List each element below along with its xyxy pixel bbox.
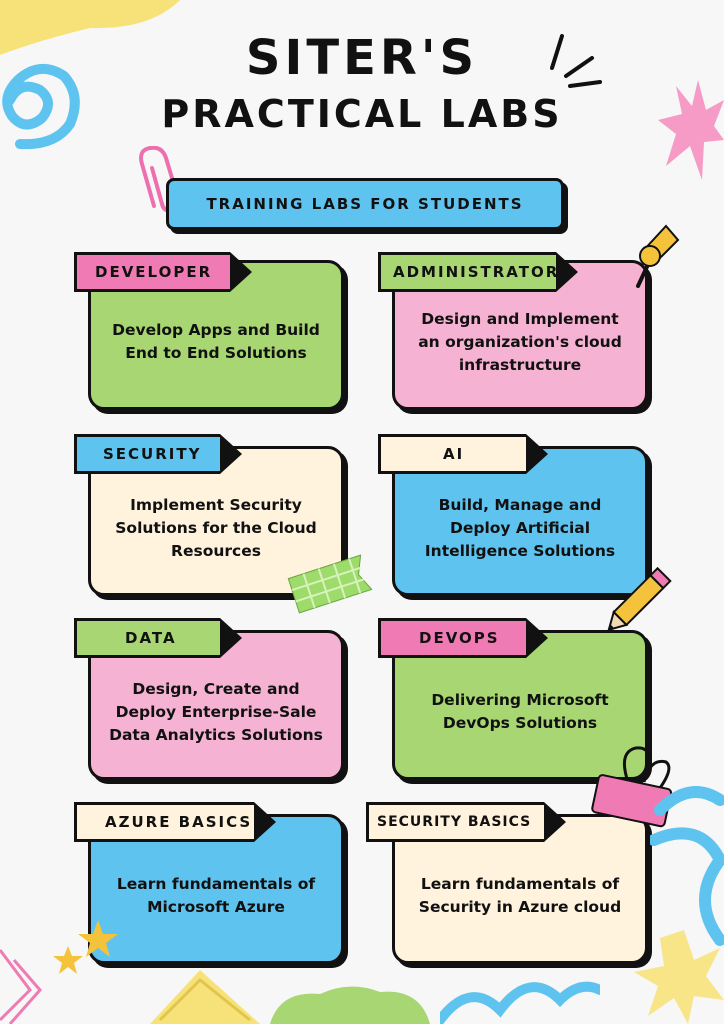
ai-tag: AI — [378, 434, 548, 474]
developer-card: Develop Apps and Build End to End Soluti… — [88, 260, 344, 410]
ai-tag-label: AI — [443, 445, 465, 463]
bottom-blue-scribble — [440, 981, 600, 1024]
developer-tag-label: DEVELOPER — [95, 263, 213, 281]
page-subtitle-title: PRACTICAL LABS — [161, 92, 563, 136]
devops-tag: DEVOPS — [378, 618, 548, 658]
azure-basics-tag-label: AZURE BASICS — [105, 813, 253, 831]
data-tag: DATA — [74, 618, 242, 658]
accent-strokes — [550, 34, 602, 88]
top-left-yellow-paint — [0, 0, 180, 55]
security-basics-tag-label: SECURITY BASICS — [377, 814, 532, 830]
azure-basics-tag: AZURE BASICS — [74, 802, 276, 842]
administrator-tag: ADMINISTRATOR — [378, 252, 578, 292]
administrator-tag-label: ADMINISTRATOR — [393, 263, 560, 281]
security-description: Implement Security Solutions for the Clo… — [115, 495, 317, 560]
training-labs-banner: TRAINING LABS FOR STUDENTS — [166, 178, 564, 230]
bottom-left-pink-lines — [0, 949, 42, 1024]
pushpin-icon — [636, 224, 680, 288]
devops-description: Delivering Microsoft DevOps Solutions — [431, 691, 609, 732]
data-tag-label: DATA — [125, 629, 177, 647]
star-doodle — [53, 920, 118, 974]
bottom-yellow-tent — [150, 970, 260, 1024]
security-basics-description: Learn fundamentals of Security in Azure … — [418, 875, 622, 916]
security-tag-label: SECURITY — [103, 445, 202, 463]
azure-basics-description: Learn fundamentals of Microsoft Azure — [116, 875, 316, 916]
spiral-doodle — [2, 64, 80, 150]
ai-description: Build, Manage and Deploy Artificial Inte… — [424, 495, 616, 560]
blue-squiggle — [650, 786, 724, 946]
page-title: SITER'S — [245, 30, 479, 86]
developer-description: Develop Apps and Build End to End Soluti… — [112, 321, 320, 362]
pencil-icon — [607, 566, 672, 632]
administrator-description: Design and Implement an organization's c… — [418, 309, 622, 374]
devops-tag-label: DEVOPS — [419, 629, 500, 647]
security-basics-tag: SECURITY BASICS — [366, 802, 566, 842]
security-tag: SECURITY — [74, 434, 242, 474]
developer-tag: DEVELOPER — [74, 252, 252, 292]
washi-tape — [287, 554, 373, 614]
pink-splat — [658, 80, 724, 180]
bottom-green-blob — [270, 986, 430, 1024]
data-description: Design, Create and Deploy Enterprise-Sal… — [109, 679, 323, 744]
yellow-flower — [634, 930, 724, 1024]
